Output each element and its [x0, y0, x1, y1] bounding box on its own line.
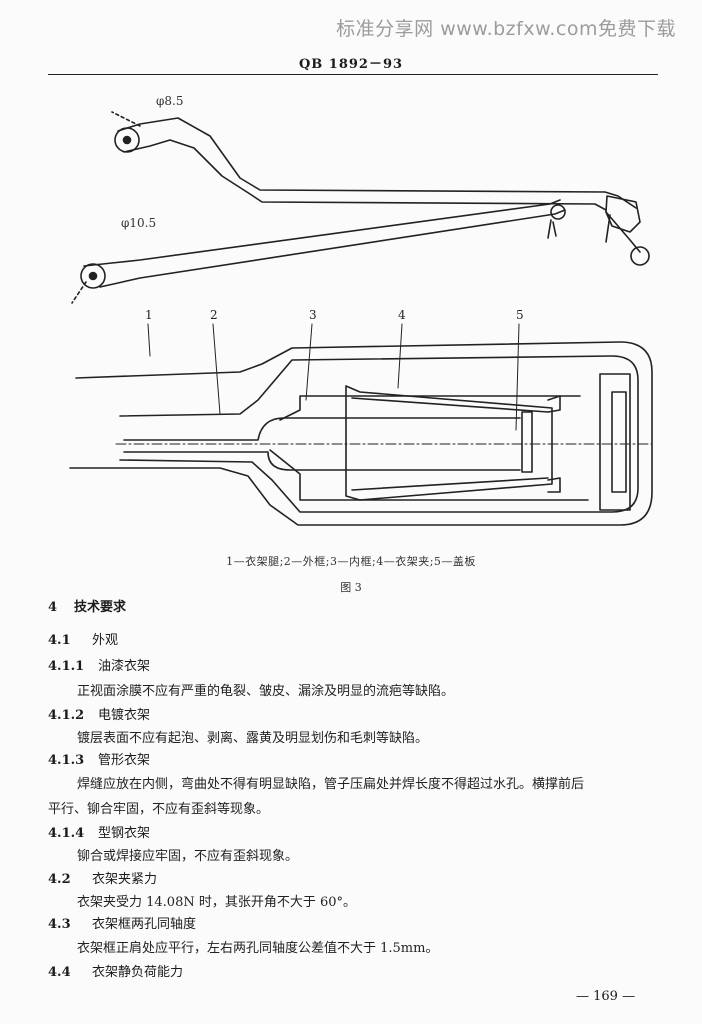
paragraph-4-1-3-cont: 平行、铆合牢固，不应有歪斜等现象。	[48, 802, 270, 817]
part-number-4: 4	[398, 308, 406, 322]
header-rule	[48, 74, 658, 75]
paragraph-4-1-3: 焊缝应放在内侧，弯曲处不得有明显缺陷，管子压扁处并焊长度不得超过水孔。横撑前后	[77, 777, 585, 792]
figure-caption: 1—衣架腿;2—外框;3—内框;4—衣架夹;5—盖板	[226, 555, 476, 568]
side-view-arm-top	[111, 111, 641, 233]
side-view-arm-bottom	[71, 199, 566, 304]
plan-view-frame	[69, 323, 653, 526]
standard-code-header: QB 1892－93	[298, 57, 404, 72]
part-number-1: 1	[145, 308, 153, 322]
dim-label-top: φ8.5	[156, 94, 184, 108]
part-number-5: 5	[516, 308, 524, 322]
dim-label-bottom: φ10.5	[121, 216, 157, 230]
page-number: — 169 —	[576, 989, 636, 1004]
figure-title: 图 3	[340, 581, 362, 594]
section-heading: 4 技术要求	[48, 596, 126, 615]
paragraph-4-1-2: 镀层表面不应有起泡、剥离、露黄及明显划伤和毛刺等缺陷。	[77, 731, 429, 746]
right-end-pivot	[605, 211, 650, 266]
paragraph-4-2: 衣架夹受力 14.08N 时，其张开角不大于 60°。	[77, 895, 357, 910]
watermark-text: 标准分享网 www.bzfxw.com免费下载	[336, 18, 676, 40]
paragraph-4-1-4: 铆合或焊接应牢固，不应有歪斜现象。	[77, 849, 299, 864]
section-number: 4	[48, 600, 58, 615]
paragraph-4-3: 衣架框正肩处应平行，左右两孔同轴度公差值不大于 1.5mm。	[77, 941, 439, 956]
paragraph-4-1-1: 正视面涂膜不应有严重的龟裂、皱皮、漏涂及明显的流疤等缺陷。	[77, 684, 455, 699]
section-title: 技术要求	[74, 600, 127, 615]
part-number-3: 3	[309, 308, 317, 322]
part-number-2: 2	[210, 308, 218, 322]
technical-drawing	[69, 111, 653, 526]
